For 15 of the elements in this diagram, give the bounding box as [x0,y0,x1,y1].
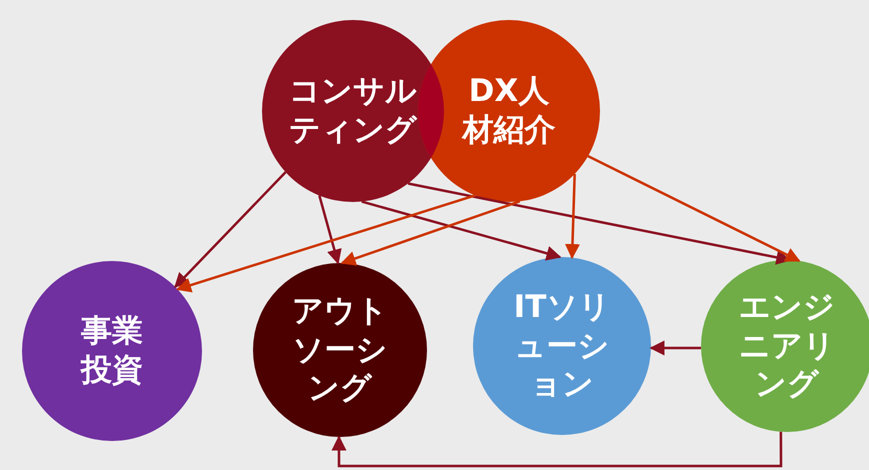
service-label: 事業投資 [79,312,144,390]
arrow [564,174,580,260]
arrow [587,155,800,262]
arrow [340,200,520,266]
service-label: エンジニアリング [738,288,836,404]
service-label: コンサルティング [288,72,418,150]
arrow [318,195,342,264]
arrow [174,171,287,288]
arrow [176,194,476,292]
arrow [361,200,562,261]
arrow [649,340,702,356]
service-label: DX人材紹介 [460,72,556,150]
arrow [331,432,782,468]
service-label: ITソリューション [512,288,612,404]
service-label: アウトソーシング [291,292,389,408]
